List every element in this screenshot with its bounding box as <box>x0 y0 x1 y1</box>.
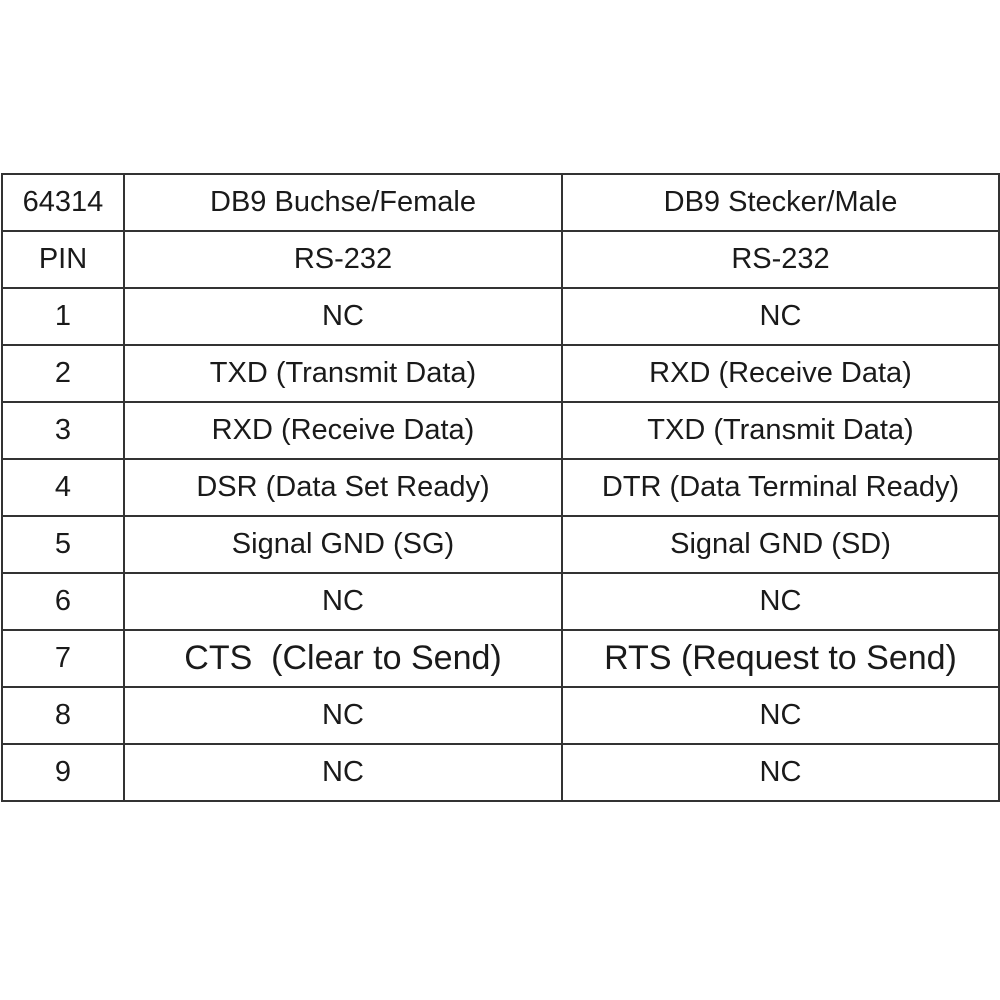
female-signal: NC <box>123 572 563 631</box>
pin-number: 6 <box>1 572 125 631</box>
pin-number: 4 <box>1 458 125 517</box>
female-signal: NC <box>123 743 563 802</box>
pin-number: 8 <box>1 686 125 745</box>
header-row: 64314 DB9 Buchse/Female DB9 Stecker/Male <box>1 173 1000 232</box>
pin-number: 1 <box>1 287 125 346</box>
table-row: 5 Signal GND (SG) Signal GND (SD) <box>1 515 1000 574</box>
male-standard-header: RS-232 <box>561 230 1000 289</box>
pin-column-header: PIN <box>1 230 125 289</box>
female-standard-header: RS-232 <box>123 230 563 289</box>
female-signal: RXD (Receive Data) <box>123 401 563 460</box>
male-signal: NC <box>561 287 1000 346</box>
male-connector-header: DB9 Stecker/Male <box>561 173 1000 232</box>
table-row: 6 NC NC <box>1 572 1000 631</box>
table-row: 4 DSR (Data Set Ready) DTR (Data Termina… <box>1 458 1000 517</box>
female-signal: DSR (Data Set Ready) <box>123 458 563 517</box>
pin-number: 3 <box>1 401 125 460</box>
male-signal: RXD (Receive Data) <box>561 344 1000 403</box>
male-signal: RTS (Request to Send) <box>561 629 1000 688</box>
table-row: 3 RXD (Receive Data) TXD (Transmit Data) <box>1 401 1000 460</box>
table-row: 7 CTS (Clear to Send) RTS (Request to Se… <box>1 629 1000 688</box>
female-signal: CTS (Clear to Send) <box>123 629 563 688</box>
table-row: 8 NC NC <box>1 686 1000 745</box>
female-connector-header: DB9 Buchse/Female <box>123 173 563 232</box>
pin-number: 9 <box>1 743 125 802</box>
male-signal: NC <box>561 572 1000 631</box>
pin-number: 7 <box>1 629 125 688</box>
female-signal: NC <box>123 686 563 745</box>
pinout-table: 64314 DB9 Buchse/Female DB9 Stecker/Male… <box>1 173 1000 802</box>
article-number-cell: 64314 <box>1 173 125 232</box>
male-signal: Signal GND (SD) <box>561 515 1000 574</box>
table-row: 1 NC NC <box>1 287 1000 346</box>
male-signal: DTR (Data Terminal Ready) <box>561 458 1000 517</box>
female-signal: TXD (Transmit Data) <box>123 344 563 403</box>
pin-number: 5 <box>1 515 125 574</box>
pin-number: 2 <box>1 344 125 403</box>
table-row: 9 NC NC <box>1 743 1000 802</box>
female-signal: NC <box>123 287 563 346</box>
female-signal: Signal GND (SG) <box>123 515 563 574</box>
male-signal: NC <box>561 743 1000 802</box>
male-signal: NC <box>561 686 1000 745</box>
table-row: 2 TXD (Transmit Data) RXD (Receive Data) <box>1 344 1000 403</box>
subheader-row: PIN RS-232 RS-232 <box>1 230 1000 289</box>
male-signal: TXD (Transmit Data) <box>561 401 1000 460</box>
